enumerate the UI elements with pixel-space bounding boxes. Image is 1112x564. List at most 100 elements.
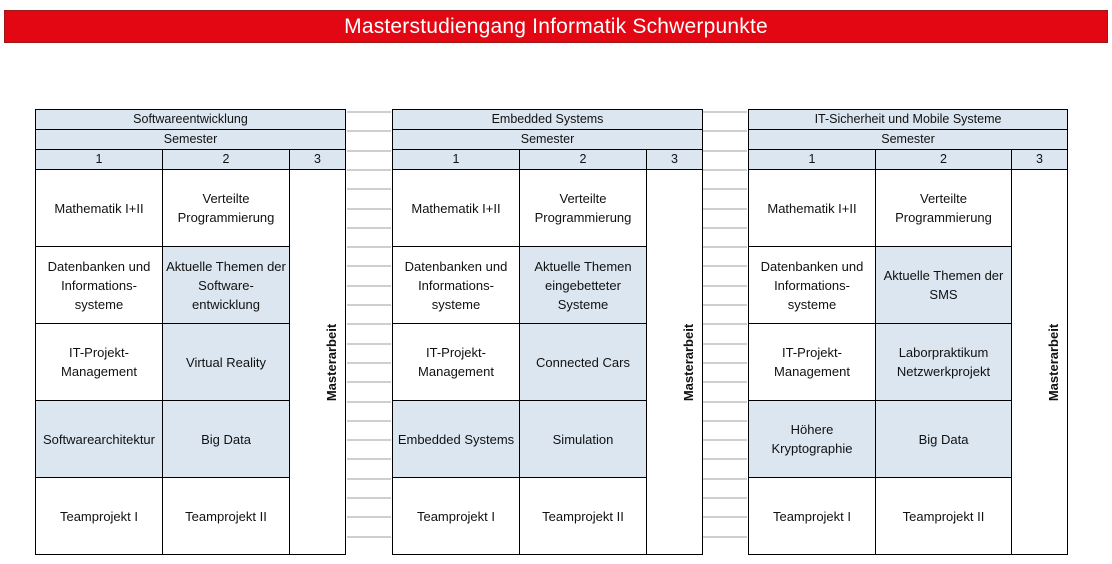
curriculum-table: IT-Sicherheit und Mobile Systeme Semeste… [747, 109, 1069, 555]
separator-line [703, 130, 747, 132]
separator-line [703, 420, 747, 422]
course-cell: Verteilte Programmierung [519, 169, 647, 247]
course-cell-specialization: Embedded Systems [392, 400, 520, 478]
course-cell-specialization: Big Data [162, 400, 290, 478]
separator-line [703, 265, 747, 267]
block-softwareentwicklung: Softwareentwicklung Semester 1 2 3 Mathe… [34, 109, 347, 555]
separator-line [703, 150, 747, 152]
separator-line [347, 536, 391, 538]
semester-number: 2 [519, 149, 647, 170]
course-cell: Mathematik I+II [392, 169, 520, 247]
course-cell: Teamprojekt I [392, 477, 520, 555]
separator-line [347, 285, 391, 287]
semester-label: Semester [391, 129, 704, 150]
separator-line [347, 227, 391, 229]
curriculum-table: Embedded Systems Semester 1 2 3 Mathemat… [391, 109, 704, 555]
separator-line [703, 323, 747, 325]
course-cell: IT-Projekt-Management [748, 323, 876, 401]
separator-line [703, 304, 747, 306]
block-title: Softwareentwicklung [34, 109, 347, 130]
course-cell-specialization: Virtual Reality [162, 323, 290, 401]
separator-line [703, 208, 747, 210]
separator-line [347, 439, 391, 441]
semester-label: Semester [747, 129, 1069, 150]
semester-number: 3 [1010, 149, 1069, 170]
separator-line [347, 362, 391, 364]
thesis-cell: Masterarbeit [645, 169, 704, 555]
separator-line [347, 420, 391, 422]
course-cell: Datenbanken und Informations-systeme [35, 246, 163, 324]
course-cell: Verteilte Programmierung [875, 169, 1012, 247]
separator-line [347, 130, 391, 132]
separator-line [703, 439, 747, 441]
separator-line [703, 227, 747, 229]
thesis-cell: Masterarbeit [288, 169, 347, 555]
block-title: IT-Sicherheit und Mobile Systeme [747, 109, 1069, 130]
semester-number: 1 [748, 149, 876, 170]
semester-number: 2 [875, 149, 1012, 170]
course-cell: Teamprojekt II [875, 477, 1012, 555]
block-separator [347, 109, 391, 553]
page-title: Masterstudiengang Informatik Schwerpunkt… [4, 10, 1108, 43]
separator-line [347, 497, 391, 499]
block-separator [703, 109, 747, 553]
course-cell: Teamprojekt I [35, 477, 163, 555]
separator-line [703, 188, 747, 190]
separator-line [703, 285, 747, 287]
separator-line [347, 169, 391, 171]
course-cell-specialization: Höhere Kryptographie [748, 400, 876, 478]
separator-line [347, 246, 391, 248]
separator-line [703, 343, 747, 345]
course-cell: Teamprojekt II [162, 477, 290, 555]
block-title: Embedded Systems [391, 109, 704, 130]
separator-line [703, 401, 747, 403]
course-cell: Verteilte Programmierung [162, 169, 290, 247]
course-cell-specialization: Big Data [875, 400, 1012, 478]
separator-line [347, 343, 391, 345]
course-cell: Teamprojekt I [748, 477, 876, 555]
separator-line [347, 265, 391, 267]
course-cell: Datenbanken und Informations-systeme [748, 246, 876, 324]
separator-line [347, 478, 391, 480]
separator-line [703, 516, 747, 518]
thesis-label: Masterarbeit [1046, 323, 1062, 401]
separator-line [703, 381, 747, 383]
separator-line [703, 478, 747, 480]
separator-line [703, 111, 747, 113]
course-cell: IT-Projekt-Management [35, 323, 163, 401]
separator-line [703, 246, 747, 248]
course-cell-specialization: Simulation [519, 400, 647, 478]
separator-line [703, 362, 747, 364]
separator-line [703, 458, 747, 460]
separator-line [347, 401, 391, 403]
separator-line [703, 169, 747, 171]
separator-line [347, 381, 391, 383]
separator-line [703, 536, 747, 538]
separator-line [703, 497, 747, 499]
course-cell-specialization: Aktuelle Themen der Software-entwicklung [162, 246, 290, 324]
course-cell-specialization: Aktuelle Themen eingebetteter Systeme [519, 246, 647, 324]
curriculum-table: Softwareentwicklung Semester 1 2 3 Mathe… [34, 109, 347, 555]
course-cell: Teamprojekt II [519, 477, 647, 555]
separator-line [347, 304, 391, 306]
course-cell: IT-Projekt-Management [392, 323, 520, 401]
course-cell-specialization: Connected Cars [519, 323, 647, 401]
separator-line [347, 458, 391, 460]
course-cell: Mathematik I+II [35, 169, 163, 247]
course-cell-specialization: Aktuelle Themen der SMS [875, 246, 1012, 324]
block-embedded-systems: Embedded Systems Semester 1 2 3 Mathemat… [391, 109, 704, 555]
semester-number: 1 [392, 149, 520, 170]
separator-line [347, 516, 391, 518]
thesis-label: Masterarbeit [324, 323, 340, 401]
semester-number: 2 [162, 149, 290, 170]
separator-line [347, 208, 391, 210]
separator-line [347, 188, 391, 190]
semester-number: 1 [35, 149, 163, 170]
course-cell: Mathematik I+II [748, 169, 876, 247]
separator-line [347, 150, 391, 152]
course-cell-specialization: Softwarearchitektur [35, 400, 163, 478]
thesis-label: Masterarbeit [681, 323, 697, 401]
separator-line [347, 323, 391, 325]
course-cell: Datenbanken und Informations-systeme [392, 246, 520, 324]
semester-number: 3 [645, 149, 704, 170]
